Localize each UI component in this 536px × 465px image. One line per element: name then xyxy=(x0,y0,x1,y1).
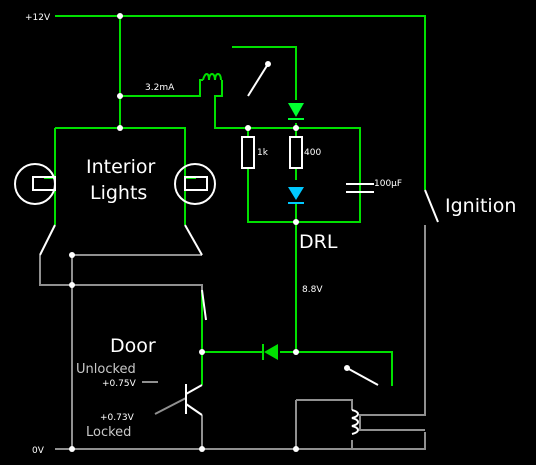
resistor-400-label: 400 xyxy=(304,148,321,158)
junction-dot xyxy=(117,13,123,19)
component-symbols xyxy=(14,61,439,435)
resistor-1k-label: 1k xyxy=(257,148,269,158)
diodes xyxy=(262,103,304,360)
unlocked-label: Unlocked xyxy=(76,362,136,377)
locked-label: Locked xyxy=(86,425,131,440)
cap-branch xyxy=(296,190,361,223)
junction-dot xyxy=(199,349,205,355)
door-diode-symbol xyxy=(264,344,278,360)
junction-dot xyxy=(117,93,123,99)
relay2-pivot xyxy=(344,365,350,371)
relay-switch-pivot xyxy=(265,61,271,67)
locked-voltage-label: +0.73V xyxy=(100,413,135,423)
left-lamp-symbol xyxy=(14,163,56,205)
ignition-switch-blade xyxy=(424,189,439,223)
coil-to-drl xyxy=(214,80,361,198)
capacitor-symbol xyxy=(346,183,374,193)
door-label: Door xyxy=(110,335,156,357)
junction-dot xyxy=(293,446,299,452)
drl-label: DRL xyxy=(299,231,338,253)
unlocked-voltage-label: +0.75V xyxy=(102,379,137,389)
junction-dots xyxy=(69,13,299,452)
right-lamp-symbol xyxy=(174,163,216,205)
ignition-label: Ignition xyxy=(445,195,516,217)
interior-label-line1: Interior xyxy=(86,156,155,178)
junction-dot xyxy=(245,125,251,131)
interior-switch-left xyxy=(39,224,56,256)
ground-rail xyxy=(55,432,426,450)
relay-switch-bus xyxy=(232,46,297,100)
resistor-1k-symbol xyxy=(241,136,255,169)
junction-dot xyxy=(117,125,123,131)
resistor-400-symbol xyxy=(289,136,303,169)
r1k-branch xyxy=(247,128,296,223)
ground-label: 0V xyxy=(32,446,45,456)
relay2-coil-symbol xyxy=(351,409,359,435)
transistor-base xyxy=(154,397,187,415)
coil-current-label: 3.2mA xyxy=(145,83,175,93)
junction-dot xyxy=(293,219,299,225)
green-led-symbol xyxy=(288,103,304,117)
junction-dot xyxy=(293,125,299,131)
junction-dot xyxy=(69,446,75,452)
junction-dot xyxy=(69,252,75,258)
capacitor-label: 100µF xyxy=(374,179,402,189)
feed-inductor-symbol xyxy=(202,73,222,81)
coil-feed xyxy=(120,79,203,97)
drl-voltage-label: 8.8V xyxy=(302,285,323,295)
relay-coil-drop xyxy=(295,399,353,449)
interior-switch-right xyxy=(184,224,203,256)
blue-led-symbol xyxy=(288,187,304,200)
interior-label-line2: Lights xyxy=(90,182,147,204)
relay-switch-contact xyxy=(247,63,269,97)
ground-wires xyxy=(39,225,426,450)
lamp-ground-left xyxy=(39,255,203,290)
junction-dot xyxy=(293,349,299,355)
left-lamp-filament xyxy=(32,176,56,191)
supply-label: +12V xyxy=(25,13,51,23)
junction-dot xyxy=(199,446,205,452)
lamp-frame xyxy=(44,127,196,225)
transistor-body xyxy=(185,384,203,416)
relay2-contact xyxy=(346,367,379,386)
supply-rail xyxy=(55,15,426,190)
junction-dot xyxy=(69,282,75,288)
right-lamp-filament xyxy=(184,176,208,191)
door-switch xyxy=(201,289,207,321)
ignition-return xyxy=(359,225,426,431)
